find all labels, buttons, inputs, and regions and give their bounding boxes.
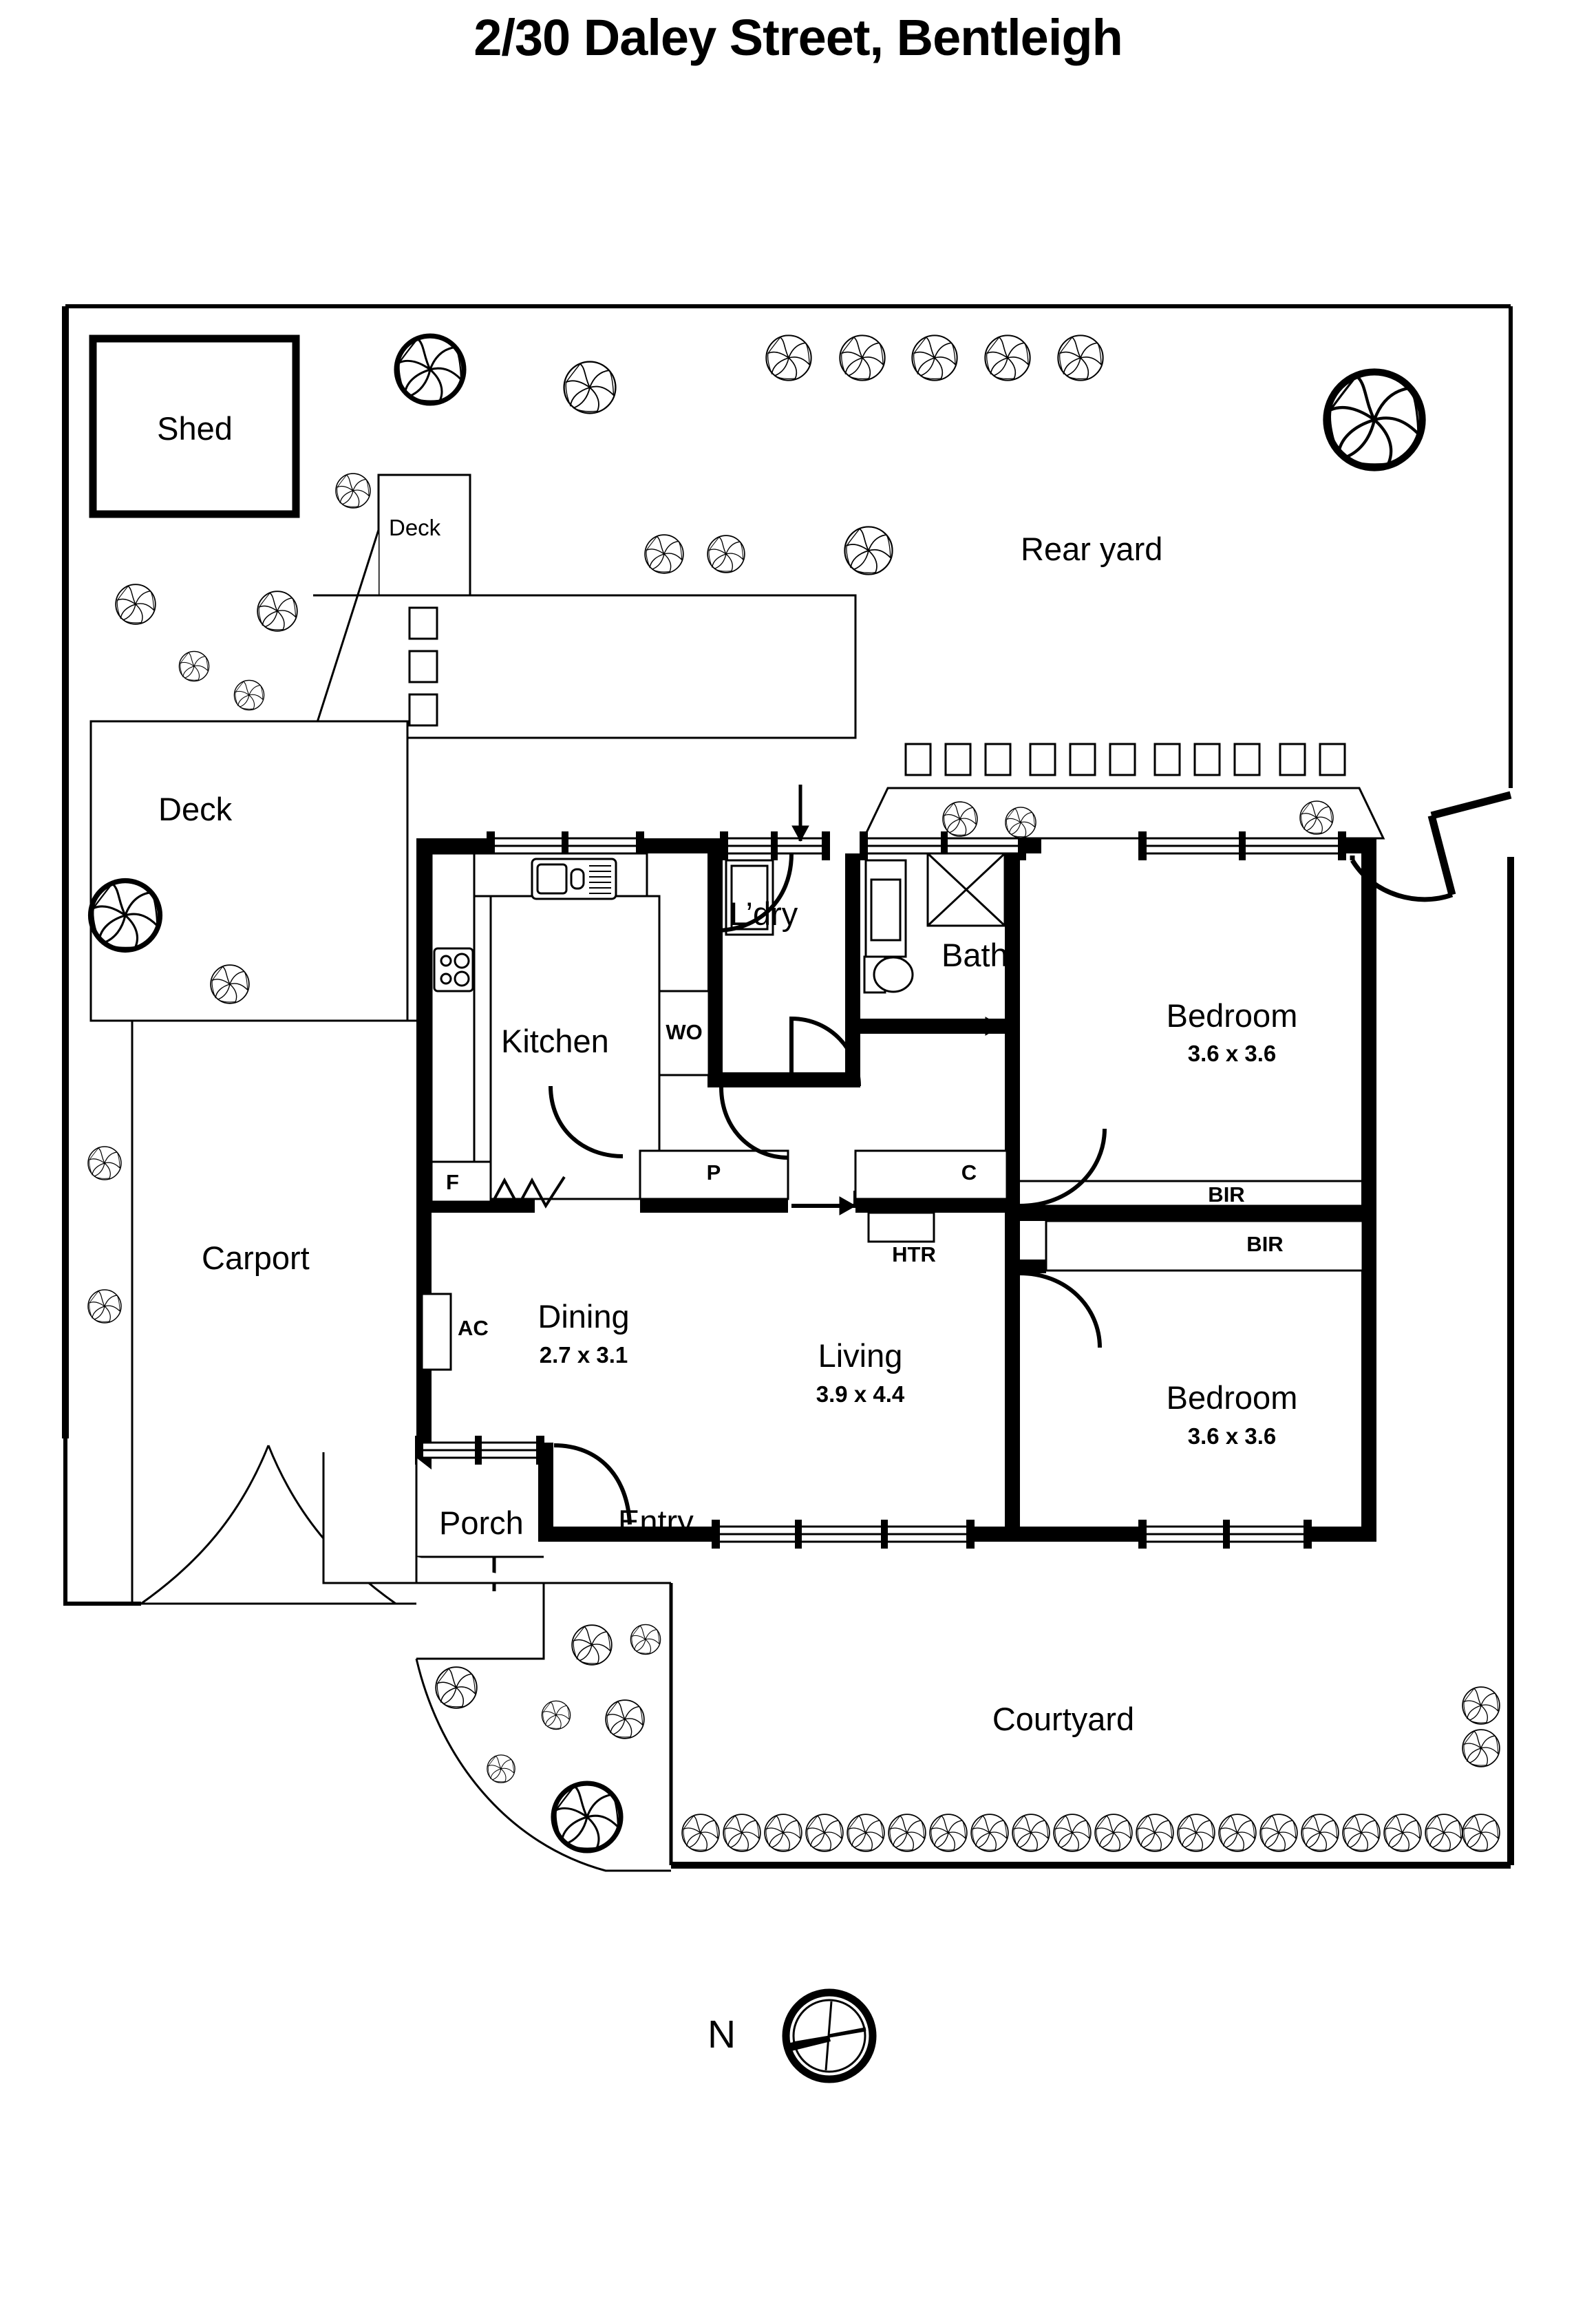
- room-label-deck-upper: Deck: [389, 515, 441, 540]
- room-label-living: Living: [818, 1337, 903, 1374]
- cooktop-icon: [433, 947, 474, 992]
- room-label-carport: Carport: [202, 1240, 310, 1276]
- sliding-door-arrow-icon: [485, 785, 1003, 1591]
- kitchen-opening-zigzag-icon: [489, 1176, 566, 1209]
- compass-north-label: N: [707, 2012, 736, 2057]
- courtyard-paver: [904, 743, 1346, 776]
- shed-outline: [89, 334, 300, 518]
- fixture-label-fridge: F: [446, 1170, 459, 1194]
- room-label-bedroom-2: Bedroom: [1166, 1379, 1298, 1416]
- fixture-label-air-con: AC: [458, 1316, 489, 1340]
- room-label-porch: Porch: [439, 1505, 524, 1541]
- room-label-rear-yard: Rear yard: [1021, 531, 1163, 567]
- fixture-label-heater: HTR: [892, 1242, 936, 1266]
- fixture-label-built-in-robe-2: BIR: [1246, 1232, 1284, 1256]
- room-label-kitchen: Kitchen: [501, 1023, 609, 1059]
- room-label-entry: Entry: [618, 1503, 694, 1540]
- kitchen-sink-icon: [531, 858, 617, 900]
- room-dim-dining: 2.7 x 3.1: [539, 1342, 628, 1368]
- built-in-robe-outline: [1020, 1180, 1364, 1272]
- carport-outline: [131, 1019, 416, 1605]
- front-garden-bed: [415, 1582, 671, 1872]
- room-dim-bedroom-2: 3.6 x 3.6: [1187, 1423, 1277, 1449]
- fixture-label-built-in-robe-1: BIR: [1208, 1182, 1245, 1207]
- rear-garden-bed: [862, 787, 1385, 840]
- room-dim-living: 3.9 x 4.4: [816, 1381, 905, 1407]
- bath-fixtures: [863, 852, 1006, 994]
- room-label-dining: Dining: [538, 1298, 630, 1335]
- fixture-label-cupboard: C: [961, 1160, 977, 1184]
- stepping-paver: [408, 606, 438, 727]
- joinery-outline: [639, 1149, 1008, 1243]
- porch-outline: [322, 1452, 544, 1584]
- air-conditioner-outline: [421, 1293, 452, 1371]
- room-label-bath: Bath: [941, 937, 1008, 973]
- fixture-label-wall-oven: WO: [666, 1020, 703, 1044]
- page-title: 2/30 Daley Street, Bentleigh: [474, 9, 1123, 66]
- compass-rose-icon: [782, 1988, 877, 2083]
- tree-icon: [87, 335, 1500, 1851]
- room-label-laundry: L’dry: [730, 895, 798, 932]
- door-swing: [549, 853, 1107, 1525]
- house-internal-walls: [432, 853, 1363, 1528]
- room-dim-bedroom-1: 3.6 x 3.6: [1187, 1041, 1277, 1066]
- room-label-bedroom-1: Bedroom: [1166, 997, 1298, 1034]
- site-boundary: [62, 304, 1514, 1869]
- deck-lower-outline: [89, 720, 409, 1022]
- fixture-label-pantry: P: [706, 1160, 721, 1184]
- room-label-shed: Shed: [157, 410, 233, 447]
- wall-oven-outline: [658, 990, 710, 1076]
- boundary-gate-icon: [1350, 791, 1512, 902]
- room-label-courtyard: Courtyard: [992, 1701, 1135, 1737]
- room-label-deck-lower: Deck: [158, 791, 233, 827]
